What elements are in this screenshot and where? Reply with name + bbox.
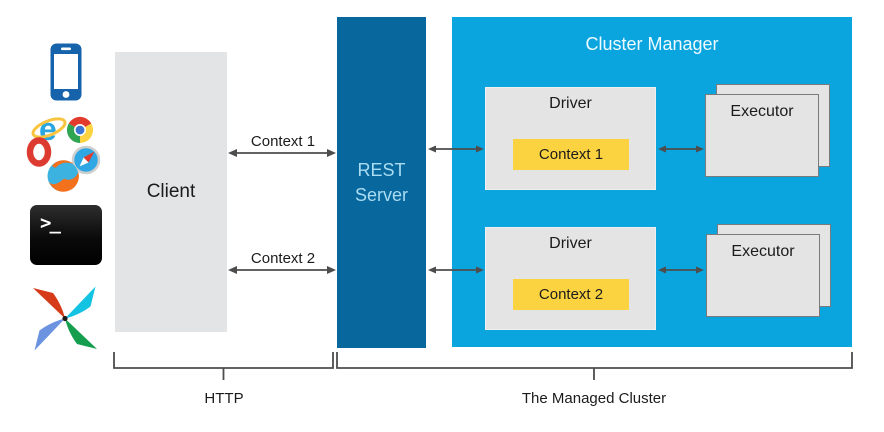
driver1-context-chip: Context 1 [513, 139, 629, 170]
driver1-label: Driver [549, 95, 592, 112]
chrome-browser-icon [66, 116, 94, 144]
rest-server-box: REST Server [337, 17, 426, 348]
cluster-manager-title: Cluster Manager [585, 34, 719, 54]
executor1-box: Executor [705, 94, 819, 177]
client-box: Client [115, 52, 227, 332]
terminal-prompt: >_ [40, 212, 61, 234]
firefox-browser-icon [47, 160, 79, 192]
terminal-icon: >_ [30, 205, 102, 265]
managed-cluster-bracket-label: The Managed Cluster [521, 390, 667, 407]
cluster-manager-box: Cluster Manager Driver Context 1 Driver … [452, 17, 852, 347]
driver2-box: Driver Context 2 [485, 227, 656, 330]
opera-browser-icon [26, 137, 52, 167]
http-bracket-label: HTTP [204, 390, 244, 407]
executor2-label: Executor [731, 243, 795, 260]
smartphone-icon [50, 43, 82, 101]
managed-cluster-bracket [336, 352, 853, 380]
rest-server-label-line1: REST [357, 160, 406, 181]
driver2-label: Driver [549, 235, 592, 252]
context1-arrow-label: Context 1 [250, 133, 316, 150]
executor2-box: Executor [706, 234, 820, 317]
airflow-pinwheel-icon [33, 286, 97, 351]
context1-arrow [228, 149, 336, 157]
browser-icons-group: e [26, 111, 101, 192]
safari-browser-icon [71, 145, 101, 175]
ie-browser-icon: e [31, 111, 67, 147]
context2-arrow-label: Context 2 [250, 250, 316, 267]
rest-server-label-line2: Server [354, 184, 408, 205]
driver1-box: Driver Context 1 [485, 87, 656, 190]
driver2-context-chip: Context 2 [513, 279, 629, 310]
http-bracket [113, 352, 334, 380]
context2-arrow [228, 266, 336, 274]
executor1-label: Executor [730, 103, 794, 120]
client-label: Client [146, 181, 196, 202]
